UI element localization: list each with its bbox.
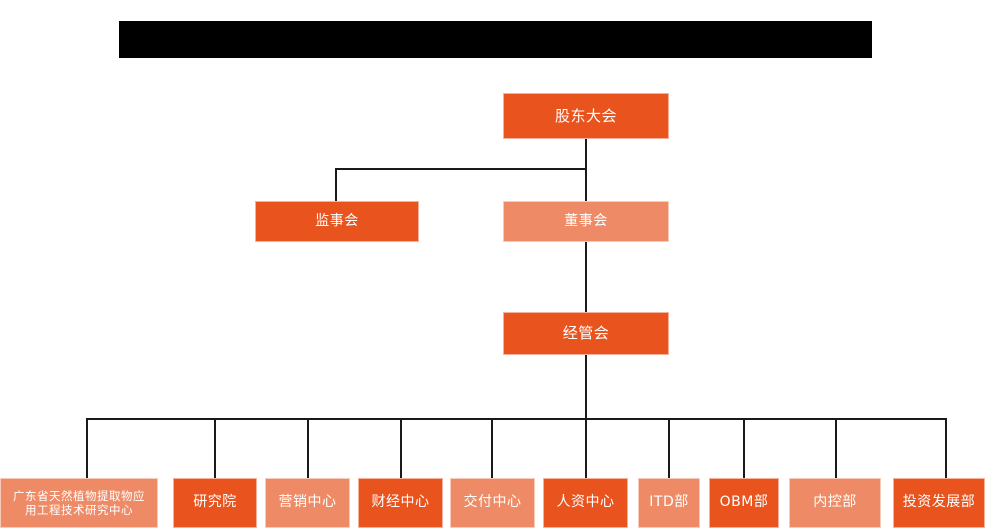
connector-shareholders-down xyxy=(585,139,587,169)
connector-to-supervisors xyxy=(335,168,337,202)
node-obm-department[interactable]: OBM部 xyxy=(709,478,779,528)
connector-departments-bus xyxy=(86,418,946,420)
node-finance-center[interactable]: 财经中心 xyxy=(358,478,443,528)
node-investment-development-department[interactable]: 投资发展部 xyxy=(893,478,985,528)
node-itd-department[interactable]: ITD部 xyxy=(638,478,700,528)
connector-level2-bus xyxy=(335,168,587,170)
connector-drop-delivery-center xyxy=(491,418,493,478)
node-management-committee[interactable]: 经管会 xyxy=(503,312,669,355)
node-label: ITD部 xyxy=(649,494,689,511)
connector-drop-research-institute xyxy=(214,418,216,478)
connector-to-directors xyxy=(585,168,587,202)
node-internal-control-department[interactable]: 内控部 xyxy=(789,478,881,528)
redacted-title-bar xyxy=(119,21,872,58)
connector-drop-internal-control-department xyxy=(835,418,837,478)
node-research-center-guangdong[interactable]: 广东省天然植物提取物应 用工程技术研究中心 xyxy=(0,478,158,528)
connector-drop-research-center-guangdong xyxy=(86,418,88,478)
connector-directors-to-management xyxy=(585,242,587,312)
node-board-of-directors[interactable]: 董事会 xyxy=(503,201,669,242)
node-label: 研究院 xyxy=(193,494,237,511)
node-label: 营销中心 xyxy=(278,494,337,511)
node-label: 交付中心 xyxy=(463,494,522,511)
connector-drop-marketing-center xyxy=(307,418,309,478)
node-shareholders-meeting[interactable]: 股东大会 xyxy=(503,93,669,139)
node-label: OBM部 xyxy=(719,494,769,511)
node-hr-center[interactable]: 人资中心 xyxy=(543,478,628,528)
connector-drop-itd-department xyxy=(668,418,670,478)
node-marketing-center[interactable]: 营销中心 xyxy=(265,478,350,528)
node-label: 投资发展部 xyxy=(902,494,976,511)
node-delivery-center[interactable]: 交付中心 xyxy=(450,478,535,528)
connector-drop-obm-department xyxy=(743,418,745,478)
node-label: 广东省天然植物提取物应 用工程技术研究中心 xyxy=(13,488,145,517)
node-label: 董事会 xyxy=(564,212,608,229)
node-label: 股东大会 xyxy=(554,106,617,125)
node-research-institute[interactable]: 研究院 xyxy=(173,478,257,528)
node-label: 内控部 xyxy=(813,494,857,511)
connector-drop-hr-center xyxy=(585,418,587,478)
node-label: 人资中心 xyxy=(556,494,615,511)
node-label: 监事会 xyxy=(315,212,359,229)
node-label: 经管会 xyxy=(562,324,610,343)
connector-drop-finance-center xyxy=(400,418,402,478)
node-board-of-supervisors[interactable]: 监事会 xyxy=(255,201,419,242)
connector-management-down xyxy=(585,355,587,419)
node-label: 财经中心 xyxy=(371,494,430,511)
connector-drop-investment-development-department xyxy=(945,418,947,478)
